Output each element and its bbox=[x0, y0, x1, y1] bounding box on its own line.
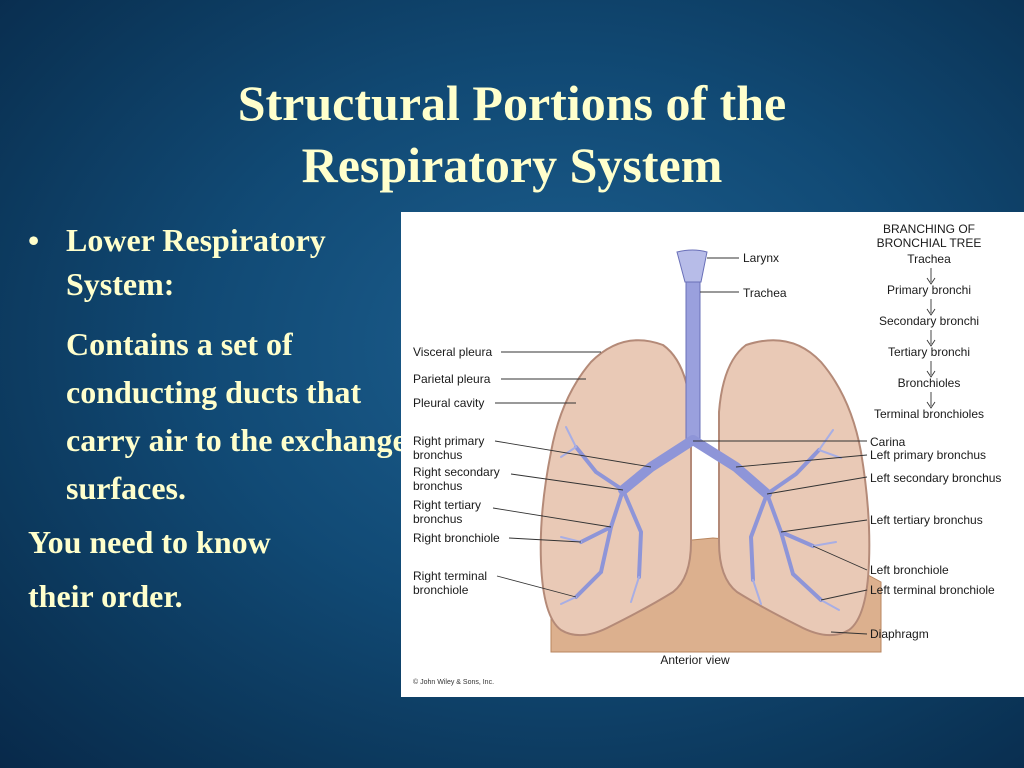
flow-arrowhead bbox=[926, 308, 936, 316]
label-left-bronchiole: Left bronchiole bbox=[870, 563, 949, 577]
leader-left-secondary bbox=[766, 476, 868, 495]
branching-title-1: BRANCHING OF bbox=[883, 222, 975, 236]
title-line-1: Structural Portions of the bbox=[237, 75, 787, 131]
left-lung-shape bbox=[718, 339, 871, 637]
sub-paragraph: Contains a set of conducting ducts that … bbox=[66, 326, 407, 506]
trachea-shape bbox=[685, 281, 701, 443]
leader-right-primary bbox=[494, 440, 652, 468]
branching-step: Primary bronchi bbox=[887, 283, 971, 297]
label-pleural-cavity: Pleural cavity bbox=[413, 396, 484, 410]
label-right-terminal-1: Right terminal bbox=[413, 569, 487, 583]
leader-left-bronchiole bbox=[812, 545, 868, 571]
branching-step: Secondary bronchi bbox=[879, 314, 979, 328]
larynx-shape bbox=[676, 249, 708, 283]
branching-step: Tertiary bronchi bbox=[888, 345, 970, 359]
leader-right-tertiary bbox=[492, 507, 612, 528]
label-diaphragm: Diaphragm bbox=[870, 627, 929, 641]
lung-diagram: Visceral pleura Parietal pleura Pleural … bbox=[401, 212, 1024, 697]
bullet-dot: • bbox=[28, 222, 40, 258]
title-line-2: Respiratory System bbox=[301, 137, 723, 193]
label-right-bronchiole: Right bronchiole bbox=[413, 531, 500, 545]
branching-step: Terminal bronchioles bbox=[874, 407, 984, 421]
branching-step: Bronchioles bbox=[898, 376, 961, 390]
leader-diaphragm bbox=[830, 631, 868, 635]
label-right-terminal-2: bronchiole bbox=[413, 583, 469, 597]
leader-right-bronchiole bbox=[508, 537, 582, 543]
bullet-list: • Lower Respiratory System: Contains a s… bbox=[28, 218, 408, 618]
flow-arrowhead bbox=[926, 370, 936, 378]
leader-left-tertiary bbox=[780, 519, 868, 533]
flow-arrowhead bbox=[926, 277, 936, 285]
label-larynx: Larynx bbox=[743, 251, 779, 265]
label-carina: Carina bbox=[870, 435, 906, 449]
label-right-tertiary-1: Right tertiary bbox=[413, 498, 481, 512]
label-right-tertiary-2: bronchus bbox=[413, 512, 462, 526]
label-right-secondary-1: Right secondary bbox=[413, 465, 500, 479]
copyright-credit: © John Wiley & Sons, Inc. bbox=[413, 678, 494, 686]
label-trachea: Trachea bbox=[743, 286, 787, 300]
flow-arrowhead bbox=[926, 339, 936, 347]
label-left-tertiary: Left tertiary bronchus bbox=[870, 513, 983, 527]
label-right-secondary-2: bronchus bbox=[413, 479, 462, 493]
branching-flow: BRANCHING OF BRONCHIAL TREE Trachea Prim… bbox=[874, 222, 984, 421]
right-lung-shape bbox=[539, 339, 692, 637]
label-left-terminal: Left terminal bronchiole bbox=[870, 583, 995, 597]
slide-title: Structural Portions of the Respiratory S… bbox=[0, 72, 1024, 196]
bullet-item: • Lower Respiratory System: bbox=[28, 218, 408, 306]
label-parietal-pleura: Parietal pleura bbox=[413, 372, 491, 386]
label-left-primary: Left primary bronchus bbox=[870, 448, 986, 462]
flow-arrowhead bbox=[926, 401, 936, 409]
leader-left-terminal bbox=[820, 589, 868, 601]
lung-diagram-svg: Visceral pleura Parietal pleura Pleural … bbox=[413, 222, 1001, 686]
view-caption: Anterior view bbox=[660, 653, 730, 667]
label-left-secondary: Left secondary bronchus bbox=[870, 471, 1001, 485]
leader-right-terminal bbox=[496, 575, 577, 598]
label-right-primary-1: Right primary bbox=[413, 434, 484, 448]
branching-title-2: BRONCHIAL TREE bbox=[877, 236, 982, 250]
bullet-text: Lower Respiratory System: bbox=[66, 222, 326, 302]
leader-right-secondary bbox=[510, 473, 624, 491]
leader-left-primary bbox=[735, 454, 868, 468]
label-visceral-pleura: Visceral pleura bbox=[413, 345, 492, 359]
label-right-primary-2: bronchus bbox=[413, 448, 462, 462]
plain-line-2: their order. bbox=[28, 578, 183, 614]
bronchiole-twigs bbox=[560, 426, 842, 611]
branching-step: Trachea bbox=[907, 252, 951, 266]
plain-line-1: You need to know bbox=[28, 524, 271, 560]
